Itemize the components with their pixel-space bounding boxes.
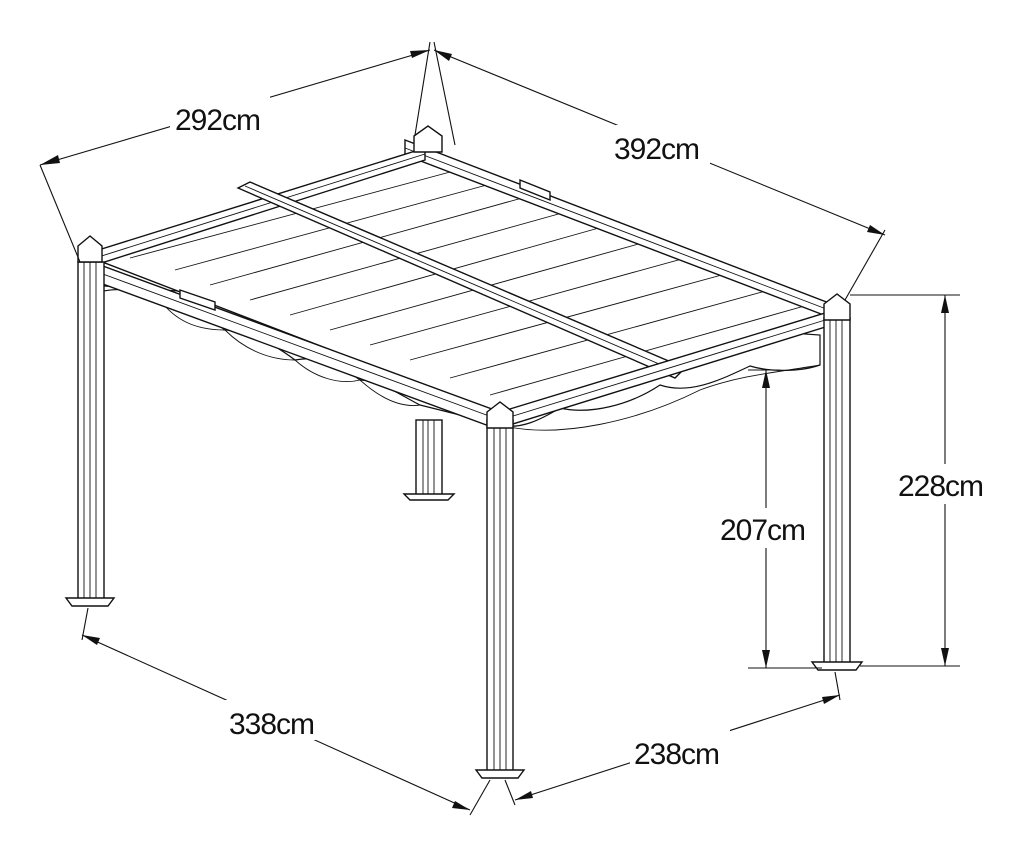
label-bg bbox=[225, 700, 325, 740]
right-post bbox=[810, 293, 864, 671]
label-bg bbox=[894, 464, 998, 504]
label-bg bbox=[170, 96, 270, 136]
label-bg bbox=[630, 730, 730, 770]
label-clear-height: 207cm bbox=[720, 514, 805, 547]
label-bottom-left-length: 338cm bbox=[229, 708, 314, 741]
label-top-left-width: 292cm bbox=[175, 104, 260, 137]
label-bg bbox=[716, 508, 816, 548]
left-post bbox=[64, 235, 116, 607]
back-post bbox=[402, 419, 456, 501]
label-bg bbox=[610, 125, 710, 165]
label-top-right-length: 392cm bbox=[614, 133, 699, 166]
front-post bbox=[474, 401, 526, 779]
label-total-height: 228cm bbox=[898, 470, 983, 503]
back-left-post-cap bbox=[413, 125, 443, 153]
label-bottom-right-width: 238cm bbox=[634, 738, 719, 771]
